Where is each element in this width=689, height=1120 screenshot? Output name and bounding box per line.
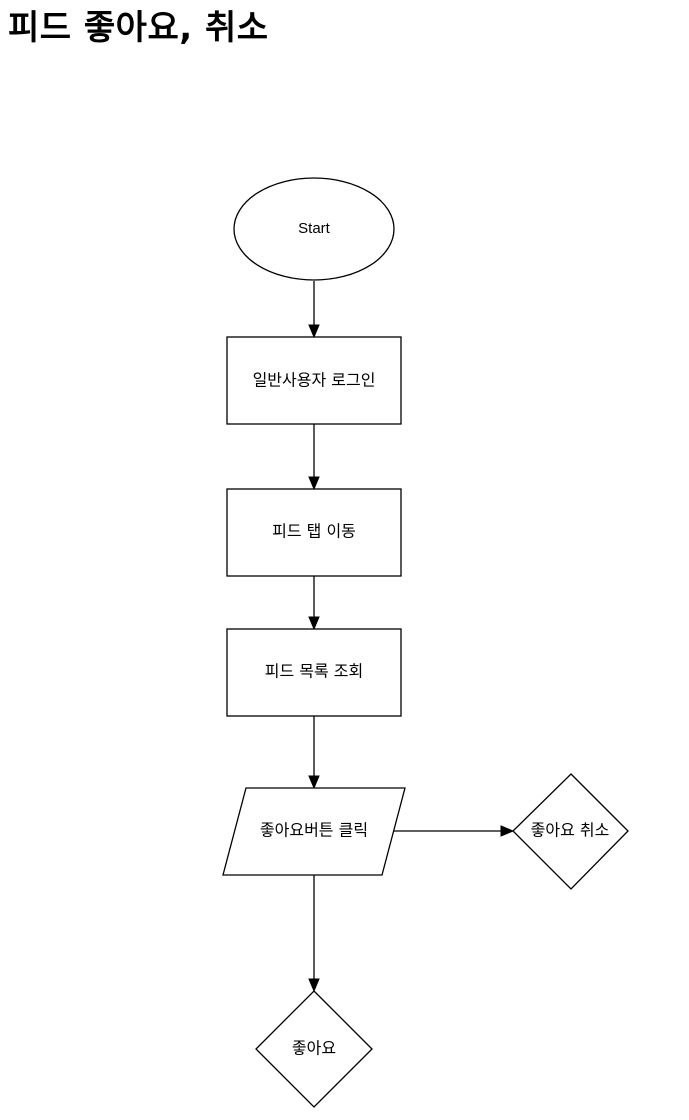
arrowhead <box>308 775 320 790</box>
node-unlike[interactable]: 좋아요 취소 <box>512 773 629 890</box>
node-like-label: 좋아요 <box>292 1039 336 1058</box>
edge-feed-tab-to-feed-list <box>308 576 320 631</box>
node-feed-tab[interactable]: 피드 탭 이동 <box>226 488 402 577</box>
edge-login-to-feed-tab <box>308 424 320 491</box>
page-title: 피드 좋아요, 취소 <box>8 8 269 48</box>
process-box <box>226 628 402 717</box>
edge-feed-list-to-like-click <box>308 716 320 790</box>
start-ellipse <box>233 177 395 281</box>
node-login[interactable]: 일반사용자 로그인 <box>226 336 402 425</box>
node-start-label: Start <box>298 220 331 237</box>
decision-diamond <box>512 773 629 890</box>
arrowhead <box>308 616 320 631</box>
arrowhead <box>500 825 515 837</box>
node-feed-list-label: 피드 목록 조회 <box>265 662 364 681</box>
node-feed-list[interactable]: 피드 목록 조회 <box>226 628 402 717</box>
process-box <box>226 488 402 577</box>
node-unlike-label: 좋아요 취소 <box>531 821 610 840</box>
node-feed-tab-label: 피드 탭 이동 <box>272 522 356 541</box>
node-like-click[interactable]: 좋아요버튼 클릭 <box>222 787 406 876</box>
input-output-parallelogram <box>222 787 406 876</box>
node-like-click-label: 좋아요버튼 클릭 <box>260 821 368 840</box>
edge-like-click-to-unlike <box>393 825 515 837</box>
node-like[interactable]: 좋아요 <box>255 990 373 1108</box>
arrowhead <box>308 324 320 339</box>
edge-like-click-to-like <box>308 875 320 993</box>
arrowhead <box>308 476 320 491</box>
node-login-label: 일반사용자 로그인 <box>253 371 376 390</box>
node-start[interactable]: Start <box>233 177 395 281</box>
process-box <box>226 336 402 425</box>
flowchart-edges <box>308 281 515 993</box>
arrowhead <box>308 978 320 993</box>
decision-diamond <box>255 990 373 1108</box>
edge-start-to-login <box>308 281 320 339</box>
